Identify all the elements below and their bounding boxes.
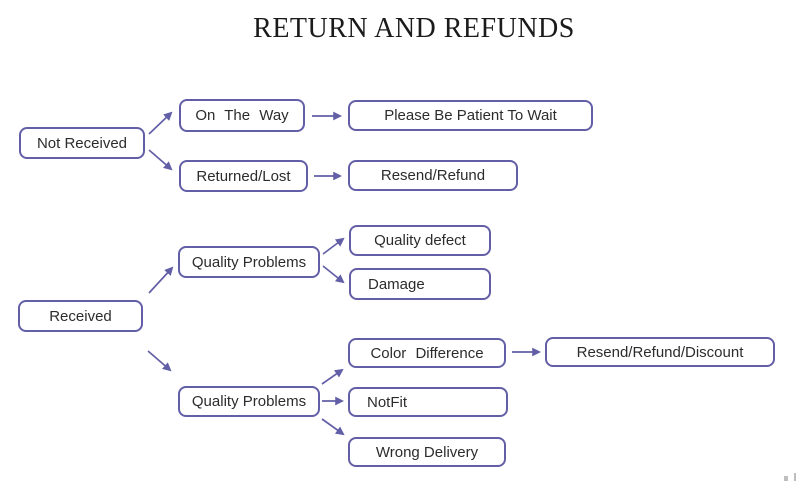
arrow-quality-problems-1-to-quality-defect (322, 237, 345, 255)
node-color-difference: Color Difference (348, 338, 506, 368)
arrow-received-to-quality-problems-2 (147, 350, 172, 372)
node-received: Received (18, 300, 143, 332)
corner-artifact (783, 473, 797, 482)
node-on-the-way: On The Way (179, 99, 305, 132)
arrow-received-to-quality-problems-1 (148, 266, 174, 294)
arrow-not-received-to-on-the-way (148, 111, 173, 135)
arrow-not-received-to-returned-lost (148, 149, 173, 171)
node-please-be-patient-to-wait: Please Be Patient To Wait (348, 100, 593, 131)
node-resend-refund: Resend/Refund (348, 160, 518, 191)
node-returned-lost: Returned/Lost (179, 160, 308, 192)
node-notfit: NotFit (348, 387, 508, 417)
node-quality-defect: Quality defect (349, 225, 491, 256)
node-resend-refund-discount: Resend/Refund/Discount (545, 337, 775, 367)
node-not-received: Not Received (19, 127, 145, 159)
node-damage: Damage (349, 268, 491, 300)
arrow-quality-problems-2-to-wrong-delivery (321, 418, 345, 436)
node-quality-problems-2: Quality Problems (178, 386, 320, 417)
node-wrong-delivery: Wrong Delivery (348, 437, 506, 467)
page-title: RETURN AND REFUNDS (0, 13, 800, 45)
page-title-text: RETURN AND REFUNDS (253, 13, 575, 44)
node-quality-problems-1: Quality Problems (178, 246, 320, 278)
arrow-quality-problems-2-to-color-difference (321, 368, 344, 385)
arrow-quality-problems-1-to-damage (322, 265, 345, 284)
